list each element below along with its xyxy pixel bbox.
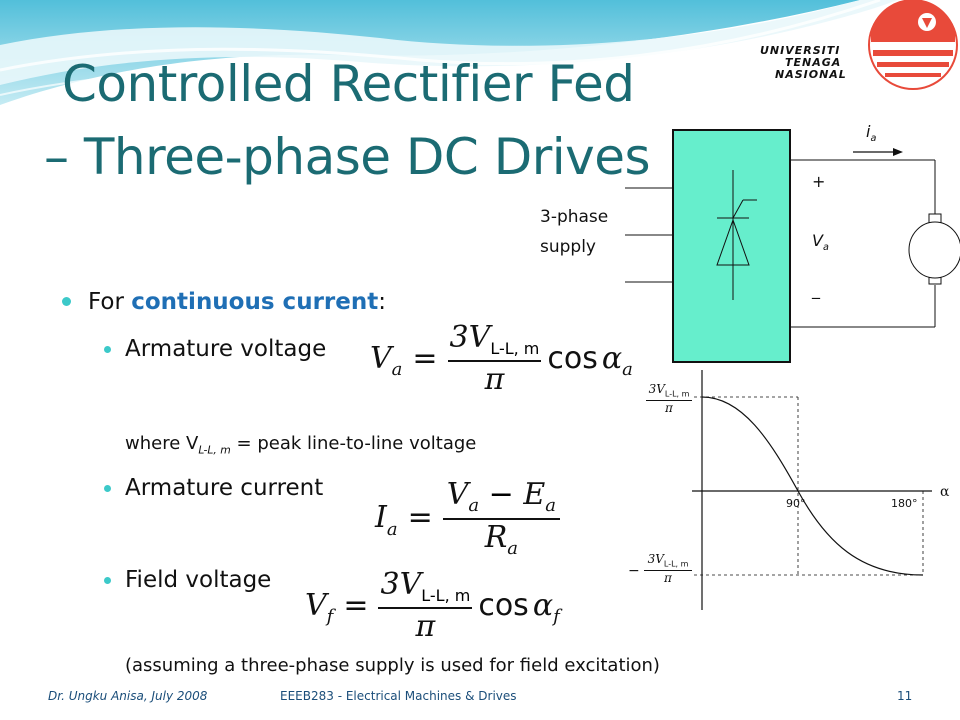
eq-vf-numerator: 3V	[380, 566, 422, 602]
graph-neg-sign: −	[628, 563, 640, 579]
bullet-dot-4	[104, 577, 111, 584]
graph-pos-numerator: 3V	[648, 382, 665, 396]
eq-vf-fraction: 3VL-L, m π	[378, 566, 473, 644]
header-background	[0, 0, 901, 105]
voltage-subscript: a	[822, 242, 829, 254]
eq-ia-lhs-sub: a	[386, 519, 398, 540]
where-text: where VL-L, m = peak line-to-line voltag…	[125, 433, 476, 457]
footer-author: Dr. Ungku Anisa, July 2008	[48, 689, 208, 703]
eq-va-num-sub: L-L, m	[490, 338, 540, 358]
eq-ia-lhs: I	[375, 500, 387, 535]
bullet-continuous-current: For continuous current:	[88, 289, 386, 315]
minus-sign: _	[812, 280, 820, 299]
cosine-curve	[701, 396, 924, 576]
graph-neg-num-sub: L-L, m	[663, 559, 689, 569]
bullet-1-highlight: continuous current	[131, 289, 379, 315]
current-label: ia	[866, 122, 876, 144]
eq-va-lhs-sub: a	[391, 359, 403, 380]
footer-course: EEEB283 - Electrical Machines & Drives	[280, 689, 517, 703]
field-supply-note: (assuming a three-phase supply is used f…	[125, 655, 660, 676]
current-arrow	[853, 148, 903, 156]
logo-text-1: UNIVERSITI	[760, 44, 841, 57]
bullet-dot-2	[104, 346, 111, 353]
eq-vf-alpha: α	[532, 587, 554, 623]
bullet-dot-1	[62, 297, 71, 306]
slide-title-line-1: Controlled Rectifier Fed	[62, 55, 635, 113]
eq-ia-minus: −	[479, 476, 524, 512]
eq-ia-num-v-sub: a	[468, 494, 480, 516]
bullet-armature-current: Armature current	[125, 475, 324, 501]
slide-title-line-2: – Three-phase DC Drives	[44, 128, 651, 186]
eq-ia-fraction: Va − Ea Ra	[442, 476, 560, 559]
bullet-field-voltage: Field voltage	[125, 567, 272, 593]
eq-va-alpha-sub: a	[622, 359, 633, 380]
eq-ia-num-e: E	[523, 476, 546, 512]
graph-pos-num-sub: L-L, m	[664, 389, 690, 399]
eq-va-lhs: V	[370, 340, 392, 376]
eq-va-fraction: 3VL-L, m π	[447, 319, 542, 397]
logo-text-3: NASIONAL	[775, 68, 847, 81]
bullet-1-prefix: For	[88, 289, 132, 315]
graph-alpha-axis-label: α	[940, 484, 950, 500]
current-symbol: i	[866, 122, 871, 141]
bullet-1-suffix: :	[378, 289, 386, 315]
eq-va-equals: =	[412, 340, 438, 376]
footer-page-number: 11	[897, 689, 913, 703]
eq-vf-lhs: V	[305, 587, 327, 623]
voltage-symbol: V	[812, 231, 823, 250]
eq-va-alpha: α	[601, 340, 623, 376]
graph-pos-denominator: π	[665, 401, 673, 416]
bullet-dot-3	[104, 485, 111, 492]
where-rest: = peak line-to-line voltage	[230, 433, 477, 454]
graph-pos-label: 3VL-L, m π	[646, 382, 692, 415]
dc-motor-symbol	[908, 213, 960, 285]
voltage-label: Va	[812, 231, 829, 253]
eq-vf-num-sub: L-L, m	[421, 585, 471, 605]
rectifier-circuit-diagram	[625, 129, 960, 363]
eq-va-numerator: 3V	[449, 319, 491, 355]
logo-text-2: TENAGA	[785, 56, 842, 69]
output-wiring	[790, 159, 936, 328]
logo-emblem	[868, 0, 958, 90]
graph-neg-label: 3VL-L, m π	[644, 552, 692, 585]
graph-tick-90: 90°	[786, 497, 806, 510]
current-subscript: a	[870, 133, 877, 145]
eq-ia-num-e-sub: a	[545, 494, 556, 516]
graph-neg-denominator: π	[664, 571, 672, 586]
supply-label-line-2: supply	[540, 237, 596, 257]
where-prefix: where V	[125, 433, 199, 454]
voltage-vs-alpha-graph	[692, 370, 932, 610]
bullet-armature-voltage: Armature voltage	[125, 336, 327, 362]
eq-ia-den-sub: a	[507, 537, 519, 559]
eq-va-cos: cos	[547, 340, 598, 376]
plus-sign: +	[812, 172, 826, 191]
eq-vf-denominator: π	[415, 608, 436, 644]
eq-vf-cos: cos	[478, 587, 529, 623]
graph-tick-180: 180°	[891, 497, 918, 510]
eq-ia-equals: =	[407, 500, 433, 535]
eq-vf-lhs-sub: f	[326, 606, 334, 627]
eq-ia-num-v: V	[446, 476, 469, 512]
where-subscript: L-L, m	[198, 443, 231, 457]
rectifier-box	[672, 129, 791, 363]
eq-vf-alpha-sub: f	[553, 606, 560, 627]
university-logo: UNIVERSITI TENAGA NASIONAL	[755, 0, 960, 95]
eq-va-denominator: π	[484, 361, 505, 397]
graph-neg-numerator: 3V	[647, 552, 664, 566]
eq-ia-den: R	[484, 519, 508, 555]
supply-label-line-1: 3-phase	[540, 207, 609, 227]
thyristor-symbol	[716, 170, 757, 300]
eq-vf-equals: =	[343, 587, 369, 623]
